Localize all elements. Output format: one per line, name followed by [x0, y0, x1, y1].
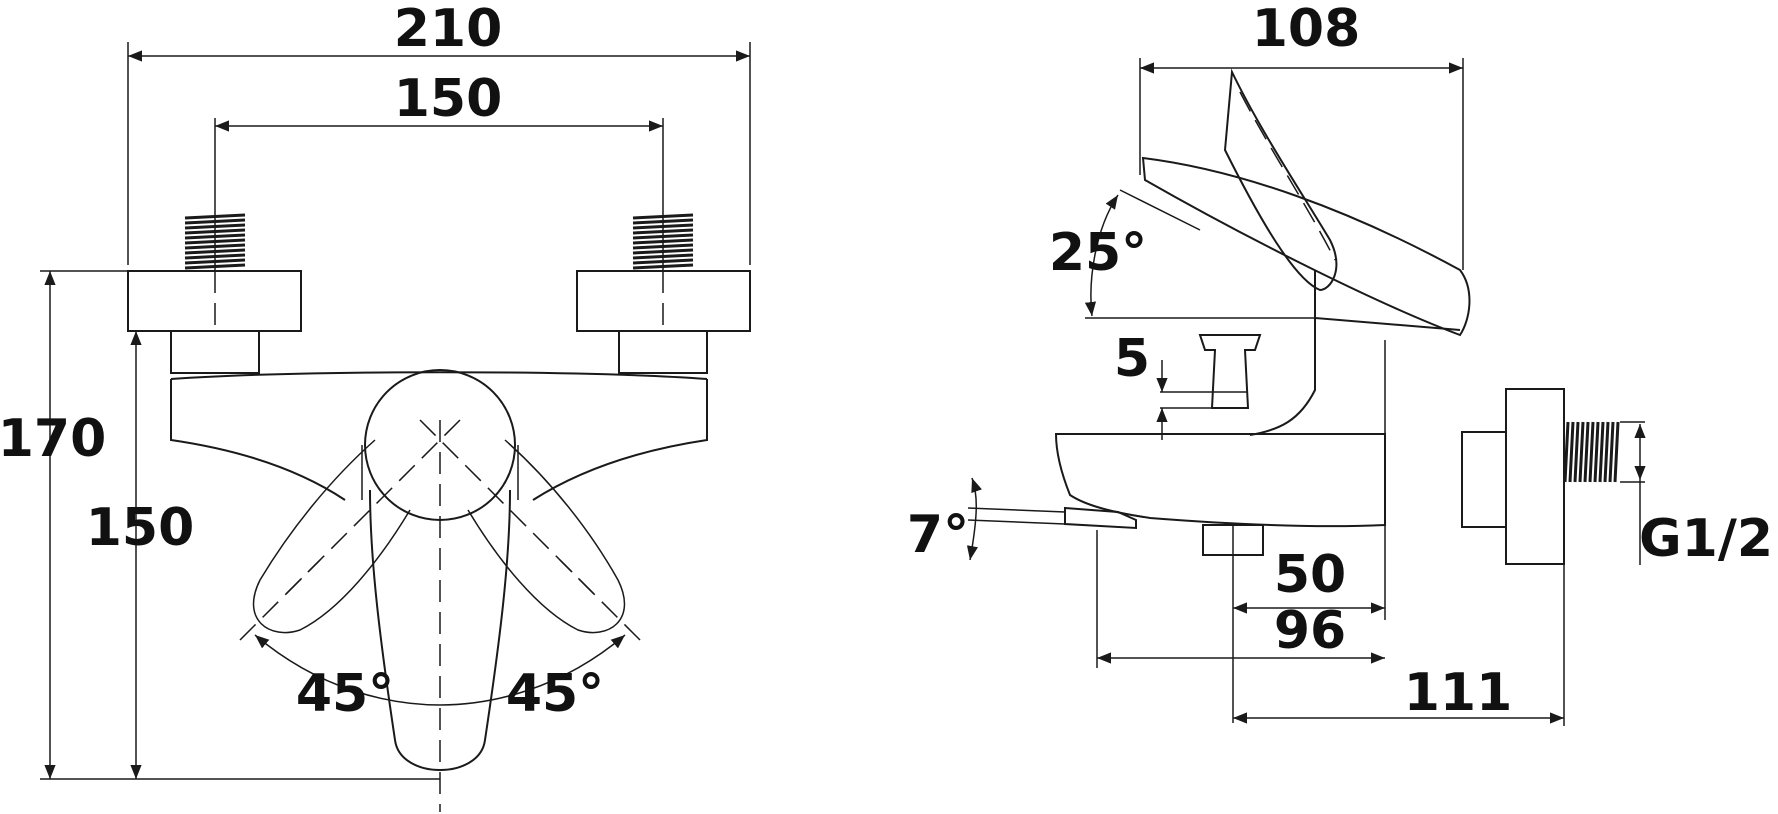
lever-raised: [1223, 68, 1338, 292]
aerator: [1064, 506, 1137, 530]
dimension-label-50: 50: [1274, 545, 1346, 605]
dimension-label-5: 5: [1114, 329, 1150, 389]
wall-flange: [1505, 388, 1565, 565]
dimension-label-right-45: 45°: [506, 664, 604, 724]
dimension-thread-size: G1/2: [1620, 421, 1773, 569]
mixer-body: [170, 371, 708, 501]
dimension-label-170: 170: [0, 409, 106, 469]
dimension-lever-tilt: 25°: [1049, 189, 1315, 319]
dimension-body-depth: 111: [1233, 564, 1565, 726]
dimension-inlet-centers: 150: [214, 69, 664, 270]
dimension-label-108: 108: [1252, 0, 1361, 59]
dimension-overall-height: 170: [0, 270, 440, 780]
dimension-overall-width: 210: [127, 0, 751, 265]
dimension-label-left-45: 45°: [296, 664, 394, 724]
dimension-label-7: 7°: [907, 505, 969, 565]
dimension-label-111: 111: [1404, 663, 1513, 723]
spout-side: [1054, 433, 1386, 528]
lever-rotated-left: [252, 439, 411, 634]
right-connector-nut: [618, 330, 708, 374]
dimension-lever-reach: 108: [1139, 0, 1464, 270]
lever-rotated-right: [467, 439, 626, 634]
left-inlet-thread: [184, 213, 246, 270]
cartridge-housing: [1249, 270, 1461, 436]
dimension-diverter-travel: 5: [1114, 329, 1212, 440]
dimension-label-150-side: 150: [86, 498, 195, 558]
front-view: 210 150: [0, 0, 751, 812]
outlet-thread: [1563, 421, 1620, 483]
dimension-label-150-top: 150: [394, 69, 503, 129]
lever-lowered: [1141, 156, 1471, 337]
dimension-label-210: 210: [394, 0, 503, 59]
wall-connector: [1461, 431, 1507, 528]
dimension-outlet-offset: 50: [1232, 525, 1385, 723]
dimension-spout-angle: 7°: [907, 477, 1066, 565]
side-view: 108 25° 5: [907, 0, 1773, 726]
right-inlet-thread: [632, 213, 694, 270]
left-connector-nut: [170, 330, 260, 374]
dimension-label-25: 25°: [1049, 223, 1147, 283]
dimension-spout-height: 150: [86, 331, 195, 779]
spout-front: [369, 489, 511, 771]
thread-size-label: G1/2: [1639, 509, 1773, 569]
dimension-label-96: 96: [1274, 601, 1346, 661]
dimension-spout-depth: 96: [1096, 530, 1385, 668]
diverter-knob: [1198, 334, 1262, 409]
